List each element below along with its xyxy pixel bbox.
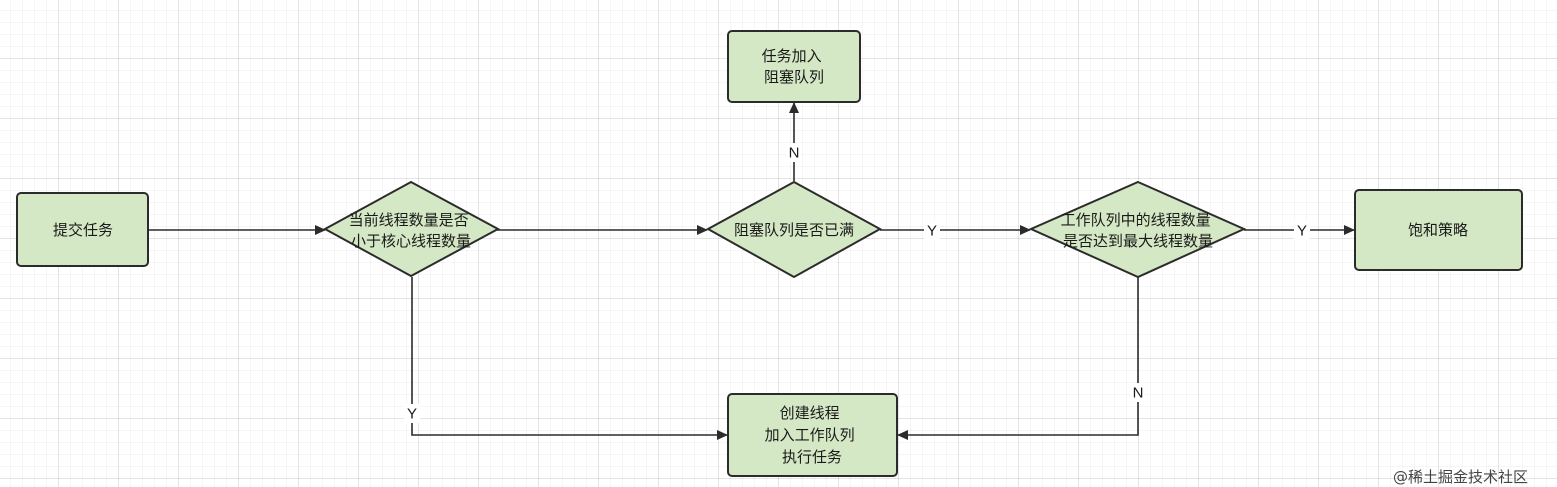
edge-labels: N Y Y Y N	[404, 143, 1310, 423]
svg-text:当前线程数量是否 小于核心线程数量: 当前线程数量是否 小于核心线程数量	[349, 211, 474, 250]
node-add-to-queue-line-1: 任务加入	[762, 47, 822, 65]
edge-label-max-yes: Y	[1297, 223, 1307, 240]
node-create-thread-line-2: 加入工作队列	[765, 426, 855, 444]
node-check-max-line-1: 工作队列中的线程数量	[1061, 211, 1211, 229]
node-reject-policy: 饱和策略	[1354, 189, 1523, 271]
edge-label-core-yes: Y	[407, 406, 417, 423]
node-check-core-line-2: 小于核心线程数量	[351, 232, 471, 250]
node-submit: 提交任务	[16, 192, 149, 267]
node-create-thread-line-1: 创建线程	[780, 404, 840, 422]
svg-text:任务加入 阻塞队列: 任务加入 阻塞队列	[762, 47, 827, 86]
node-check-max-line-2: 是否达到最大线程数量	[1063, 232, 1213, 250]
svg-text:创建线程 加入工作队列 执行任务: 创建线程 加入工作队列 执行任务	[765, 404, 860, 466]
node-check-core-line-1: 当前线程数量是否	[349, 211, 469, 229]
watermark-text: @稀土掘金技术社区	[1393, 468, 1529, 486]
edge-label-queue-full-yes: Y	[927, 223, 937, 240]
node-check-max: 工作队列中的线程数量 是否达到最大线程数量	[1028, 180, 1247, 279]
svg-text:饱和策略: 饱和策略	[1408, 221, 1468, 239]
node-reject-policy-line-1: 饱和策略	[1408, 221, 1468, 239]
svg-text:提交任务: 提交任务	[53, 221, 113, 239]
node-check-queue-full-line-1: 阻塞队列是否已满	[734, 221, 854, 239]
node-check-core: 当前线程数量是否 小于核心线程数量	[322, 180, 501, 278]
svg-text:工作队列中的线程数量 是否达到最大线程数量: 工作队列中的线程数量 是否达到最大线程数量	[1061, 211, 1216, 250]
node-check-queue-full: 阻塞队列是否已满	[705, 180, 883, 279]
node-create-thread: 创建线程 加入工作队列 执行任务	[727, 393, 898, 477]
edge-core-yes	[411, 277, 728, 440]
node-create-thread-line-3: 执行任务	[782, 448, 842, 466]
edges	[149, 102, 1355, 440]
edge-label-queue-full-no: N	[789, 145, 800, 162]
edge-label-max-no: N	[1133, 385, 1144, 402]
svg-text:阻塞队列是否已满: 阻塞队列是否已满	[734, 221, 854, 239]
node-submit-line-1: 提交任务	[53, 221, 113, 239]
node-add-to-queue: 任务加入 阻塞队列	[727, 30, 861, 103]
edge-max-no	[897, 277, 1139, 440]
node-add-to-queue-line-2: 阻塞队列	[764, 68, 824, 86]
